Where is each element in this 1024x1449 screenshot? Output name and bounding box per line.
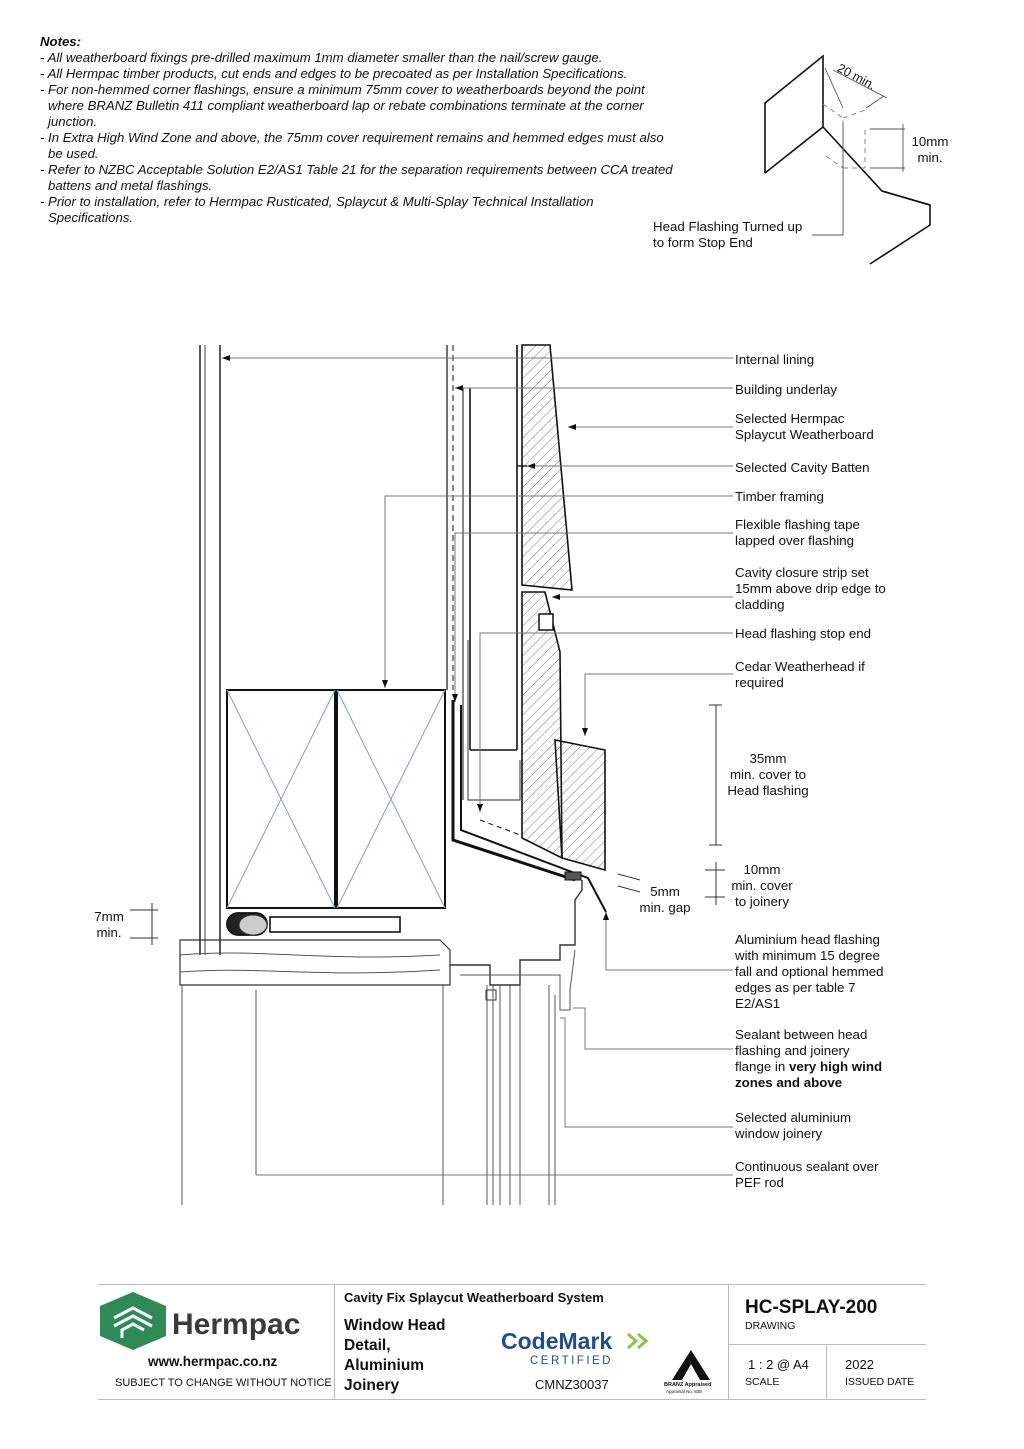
cavity-closure-strip — [538, 613, 554, 631]
tb-divider — [728, 1344, 926, 1345]
dim-gap-7-1: 7mm — [94, 909, 124, 924]
leader-arrows — [222, 355, 609, 920]
tb-divider — [826, 1344, 827, 1400]
label-sealant-3a: flange in — [735, 1059, 789, 1074]
window-joinery — [179, 880, 583, 1205]
stop-end-inset — [764, 54, 931, 265]
label-building-underlay: Building underlay — [735, 382, 838, 397]
drawing-title-2: Detail, — [344, 1337, 391, 1354]
label-sealant-4: zones and above — [735, 1075, 843, 1090]
inset-label-2: to form Stop End — [653, 235, 753, 250]
flexible-flashing-tape — [451, 700, 576, 882]
weatherboard-upper — [521, 344, 573, 591]
drawing-title-3: Aluminium — [344, 1357, 425, 1374]
note-line: - All weatherboard fixings pre-drilled m… — [40, 50, 603, 65]
lintel-boxes — [226, 689, 446, 909]
title-block: Hermpac www.hermpac.co.nz SUBJECT TO CHA… — [98, 1284, 926, 1400]
leader-lines — [222, 357, 733, 1176]
note-line: - For non-hemmed corner flashings, ensur… — [40, 82, 645, 129]
notes-block: Notes: - All weatherboard fixings pre-dr… — [40, 34, 680, 226]
label-closure-strip-1: Cavity closure strip set — [735, 565, 869, 580]
tb-divider — [334, 1284, 335, 1400]
label-pef-2: PEF rod — [735, 1175, 784, 1190]
label-joinery-2: window joinery — [735, 1126, 823, 1141]
label-pef-1: Continuous sealant over — [735, 1159, 879, 1174]
scale-label: SCALE — [745, 1376, 780, 1388]
weatherboard-lower — [521, 591, 563, 860]
label-sealant-1: Sealant between head — [735, 1027, 868, 1042]
notes-title: Notes: — [40, 34, 82, 49]
note-line: - In Extra High Wind Zone and above, the… — [40, 130, 664, 161]
cedar-weatherhead — [554, 739, 606, 872]
tb-bottom-rule — [98, 1399, 926, 1400]
issued-value: 2022 — [845, 1357, 874, 1372]
dim-gap-7-2: min. — [96, 925, 122, 940]
website: www.hermpac.co.nz — [148, 1354, 278, 1369]
dim-gap-5-1: 5mm — [650, 884, 680, 899]
system-name: Cavity Fix Splaycut Weatherboard System — [344, 1290, 604, 1305]
label-flashing-tape-1: Flexible flashing tape — [735, 517, 860, 532]
dim-10-2: min. cover — [731, 878, 793, 893]
label-cavity-batten: Selected Cavity Batten — [735, 460, 870, 475]
drawing-number: HC-SPLAY-200 — [745, 1297, 878, 1318]
cert-number: CMNZ30037 — [535, 1377, 609, 1392]
hermpac-logo-icon — [100, 1292, 166, 1350]
sealant-bead — [564, 871, 582, 881]
label-head-flashing-5: E2/AS1 — [735, 996, 781, 1011]
dimension-lines — [130, 704, 725, 945]
branz-label: BRANZ Appraised — [664, 1382, 712, 1388]
label-weatherhead-1: Cedar Weatherhead if — [735, 659, 865, 674]
label-stop-end: Head flashing stop end — [735, 626, 872, 641]
drawing-label: DRAWING — [745, 1320, 796, 1332]
label-head-flashing-4: edges as per table 7 — [735, 980, 856, 995]
inset-label-1: Head Flashing Turned up — [653, 219, 803, 234]
dim-10-1: 10mm — [743, 862, 781, 877]
dim-gap-5-2: min. gap — [639, 900, 691, 915]
scale-value: 1 : 2 @ A4 — [748, 1357, 809, 1372]
codemark-logo: CodeMark — [501, 1328, 613, 1354]
label-closure-strip-2: 15mm above drip edge to — [735, 581, 886, 596]
inset-dim-side-2: min. — [917, 150, 943, 165]
label-timber-framing: Timber framing — [735, 489, 824, 504]
note-line: - Prior to installation, refer to Hermpa… — [40, 194, 594, 225]
note-line: - Refer to NZBC Acceptable Solution E2/A… — [40, 162, 673, 193]
dim-35-2: min. cover to — [729, 767, 807, 782]
chevron-arrows-icon — [627, 1332, 649, 1350]
brand-name: Hermpac — [172, 1308, 301, 1341]
dim-10-3: to joinery — [735, 894, 789, 909]
label-closure-strip-3: cladding — [735, 597, 785, 612]
label-flashing-tape-2: lapped over flashing — [735, 533, 855, 548]
label-sealant-3: flange in very high wind — [735, 1059, 882, 1075]
label-sealant-2: flashing and joinery — [735, 1043, 850, 1058]
certified-label: CERTIFIED — [530, 1355, 613, 1367]
label-sealant-3b: very high wind — [788, 1059, 883, 1074]
label-head-flashing-2: with minimum 15 degree — [735, 948, 880, 963]
label-joinery-1: Selected aluminium — [735, 1110, 852, 1125]
label-head-flashing-1: Aluminium head flashing — [735, 932, 880, 947]
label-weatherboard-2: Splaycut Weatherboard — [735, 427, 874, 442]
header-trimmer — [226, 912, 401, 936]
label-head-flashing-3: fall and optional hemmed — [735, 964, 884, 979]
dim-35-3: Head flashing — [727, 783, 809, 798]
inset-dim-side-1: 10mm — [911, 134, 949, 149]
branz-number: Appraisal No. 838 — [666, 1389, 702, 1394]
tb-top-rule — [98, 1284, 926, 1285]
label-weatherboard-1: Selected Hermpac — [735, 411, 845, 426]
drawing-title-1: Window Head — [344, 1317, 446, 1334]
label-internal-lining: Internal lining — [735, 352, 815, 367]
dim-35-1: 35mm — [749, 751, 787, 766]
drawing-title-4: Joinery — [344, 1377, 400, 1394]
disclaimer: SUBJECT TO CHANGE WITHOUT NOTICE — [115, 1377, 332, 1389]
wall-layers — [199, 345, 527, 955]
issued-label: ISSUED DATE — [845, 1376, 915, 1388]
label-weatherhead-2: required — [735, 675, 784, 690]
tb-divider — [728, 1284, 729, 1400]
branz-logo-icon — [672, 1350, 710, 1380]
note-line: - All Hermpac timber products, cut ends … — [40, 66, 628, 81]
